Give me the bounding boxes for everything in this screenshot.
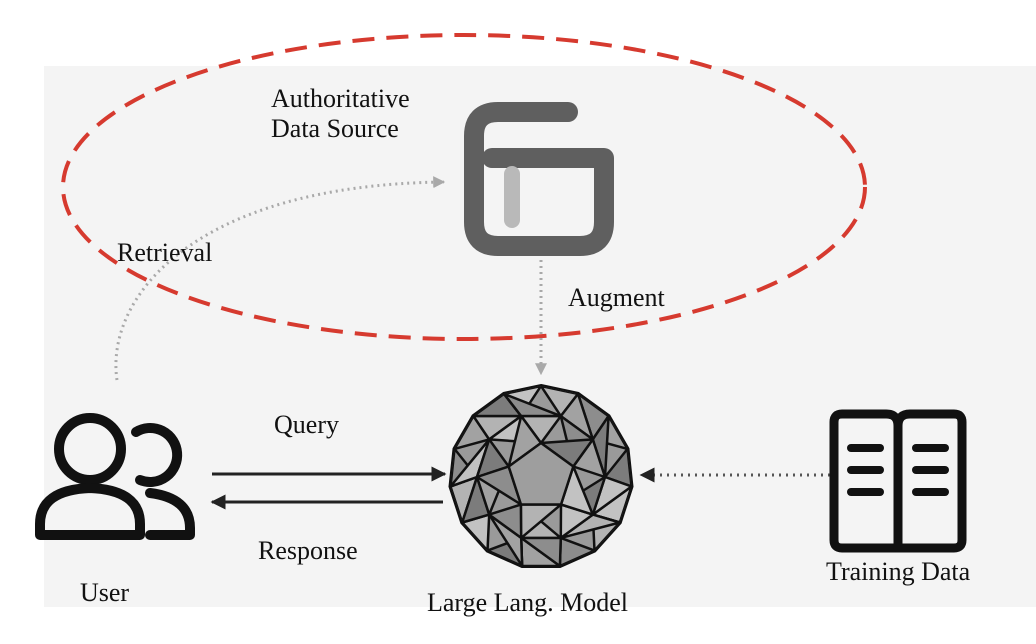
training-data-label: Training Data [826,557,971,586]
bottom-strip [0,607,1036,644]
data-source-icon [464,102,614,256]
retrieval-arrow [114,176,446,381]
response-label: Response [258,536,358,565]
augment-label: Augment [568,283,665,312]
query-label: Query [274,410,339,439]
data-source-label-line2: Data Source [271,114,399,143]
user-label: User [80,578,130,607]
users-icon [35,413,195,540]
retrieval-label: Retrieval [117,238,213,267]
data-source-label-line1: Authoritative [271,84,410,113]
open-book-icon [829,409,967,553]
data-source-label: Authoritative Data Source [271,84,410,144]
polyhedron-icon [448,383,634,568]
highlight-ellipse [61,33,867,341]
llm-label: Large Lang. Model [427,588,628,617]
